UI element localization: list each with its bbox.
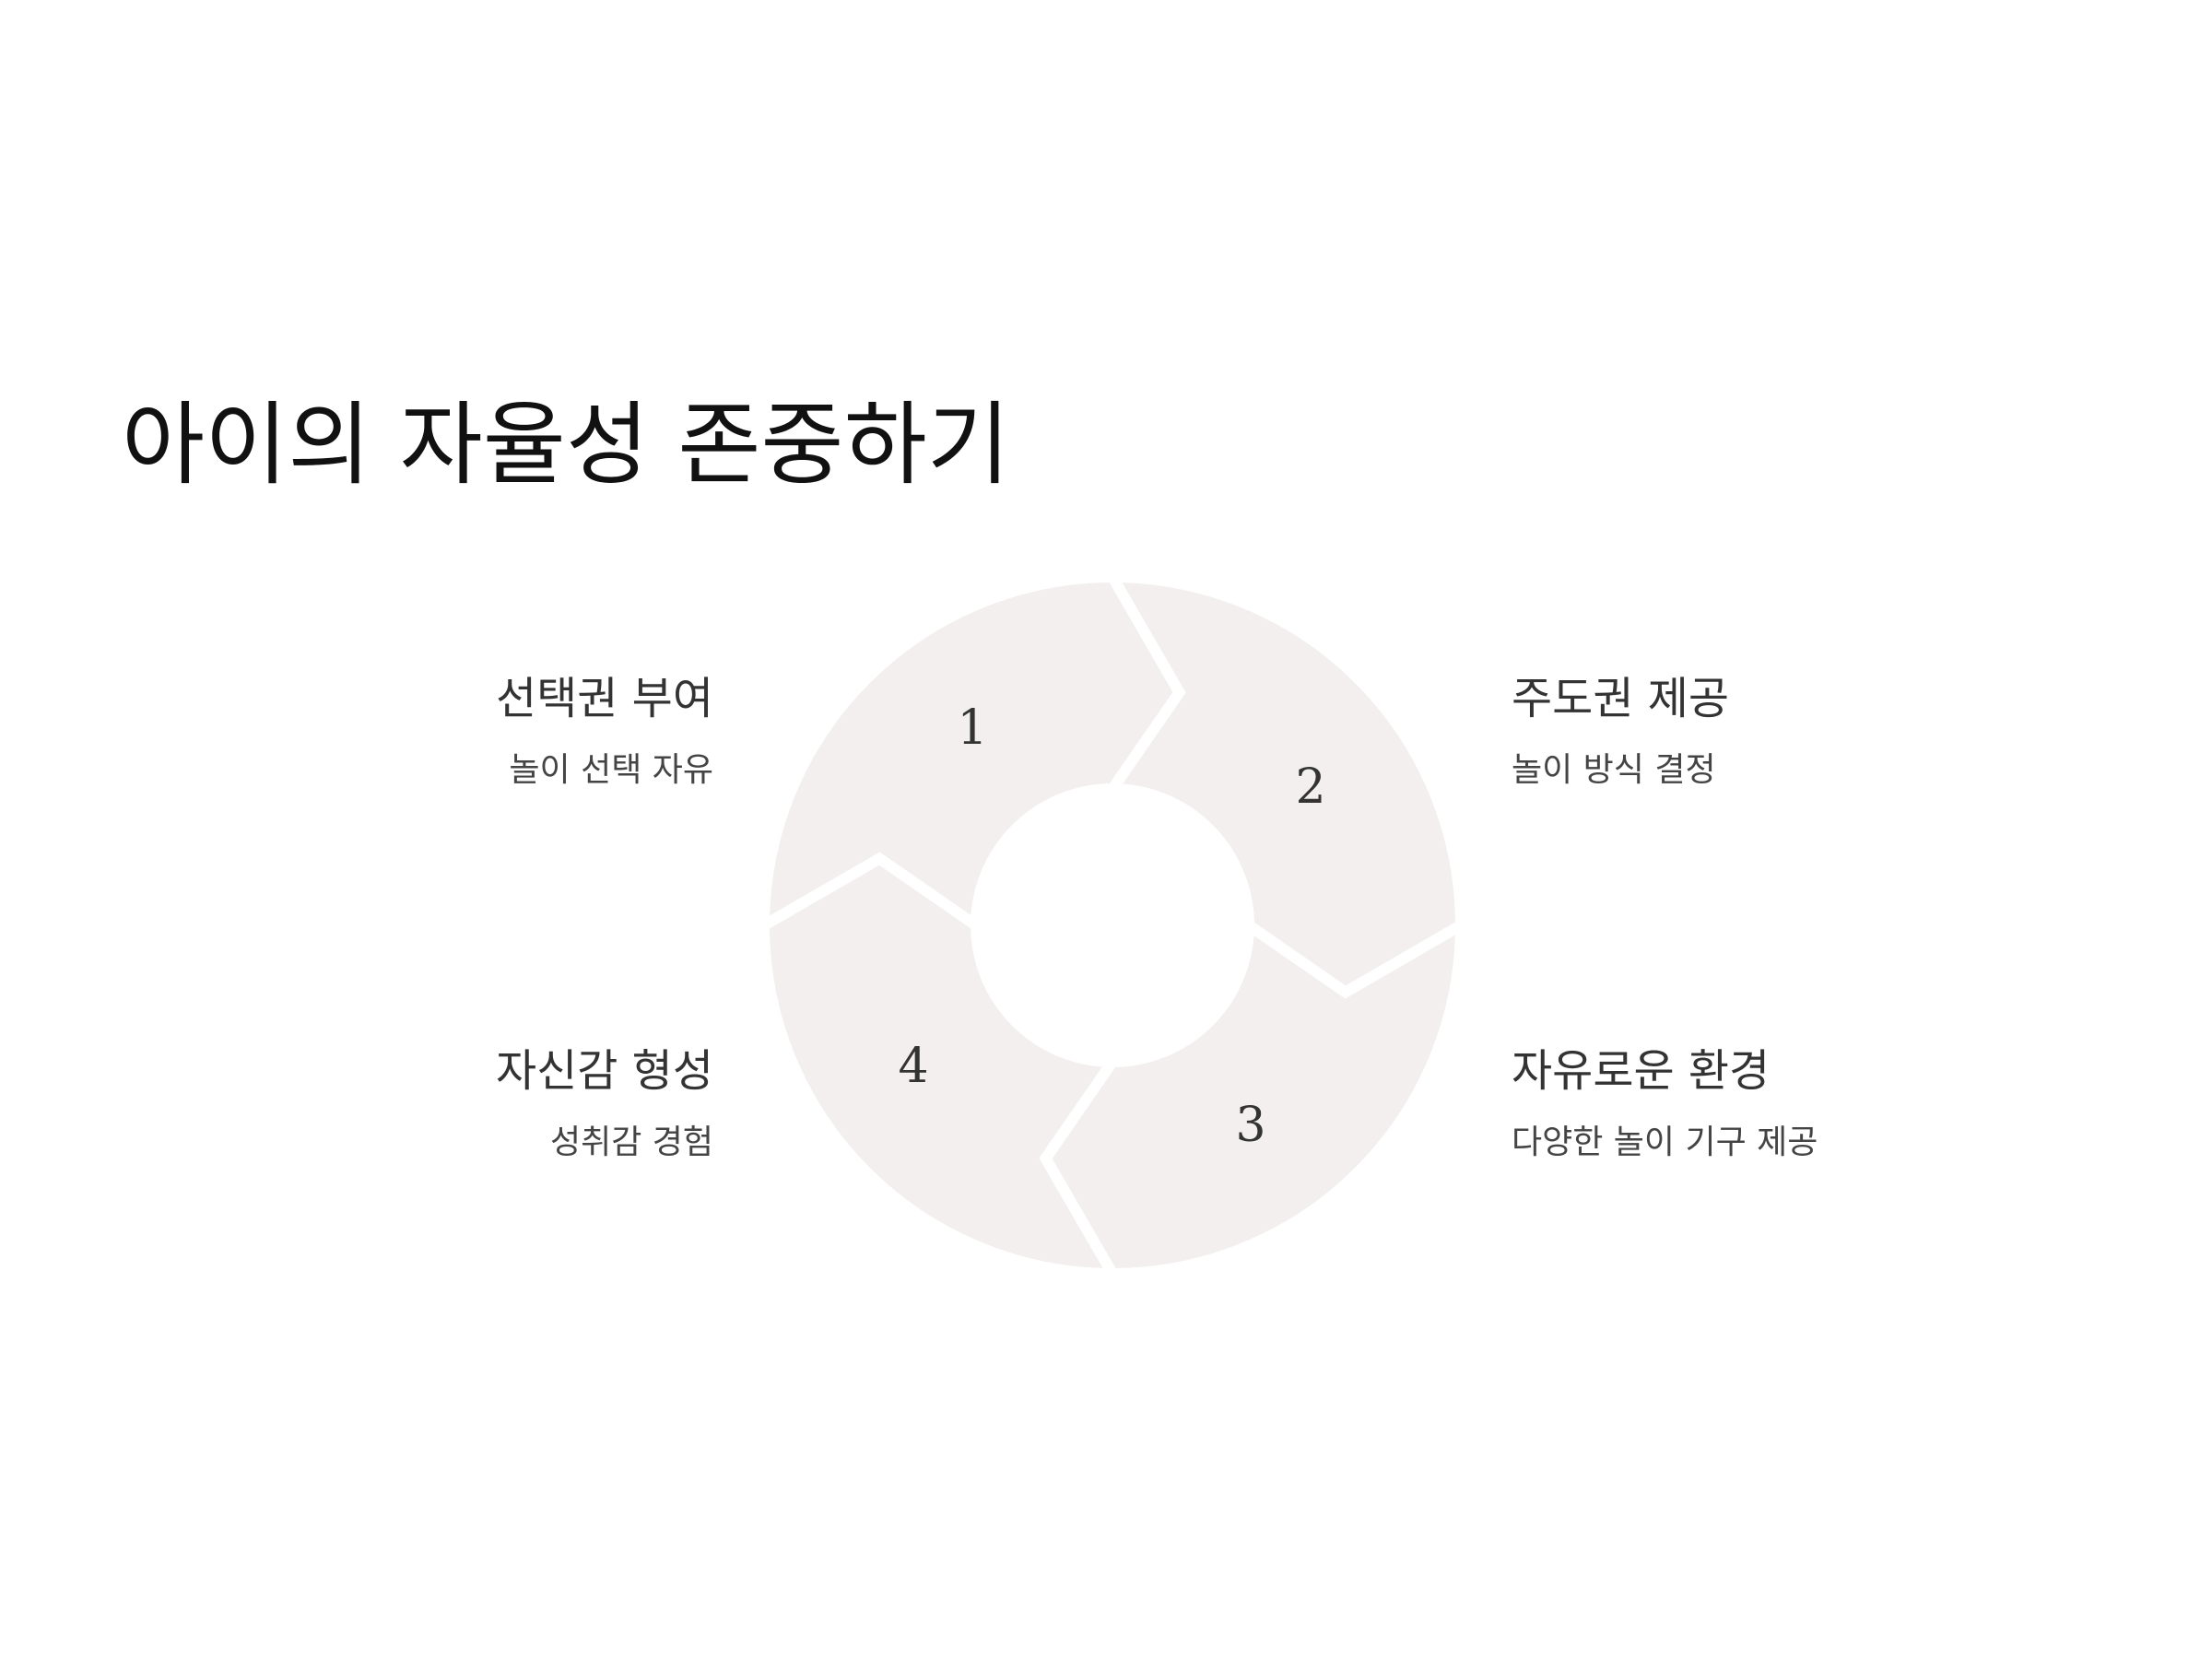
step-description-2: 놀이 방식 결정 xyxy=(1512,750,1716,789)
step-description-1: 놀이 선택 자유 xyxy=(509,750,713,789)
segment-number-4: 4 xyxy=(898,1039,928,1094)
cycle-segment-3 xyxy=(758,852,1124,1280)
segment-number-1: 1 xyxy=(957,700,987,756)
step-description-4: 성취감 경험 xyxy=(549,1123,713,1161)
cycle-segment-4 xyxy=(758,571,1186,936)
step-description-3: 다양한 놀이 기구 제공 xyxy=(1512,1123,1818,1161)
step-heading-2: 주도권 제공 xyxy=(1512,673,1730,724)
segment-number-2: 2 xyxy=(1295,759,1325,815)
cycle-segment-2 xyxy=(1039,914,1467,1280)
step-heading-3: 자유로운 환경 xyxy=(1512,1045,1771,1097)
segment-number-3: 3 xyxy=(1235,1098,1265,1153)
step-heading-1: 선택권 부여 xyxy=(495,673,713,724)
page-title: 아이의 자율성 존중하기 xyxy=(122,393,1010,498)
step-label-4: 자신감 형성 성취감 경험 xyxy=(496,1045,713,1162)
step-label-2: 주도권 제공 놀이 방식 결정 xyxy=(1512,673,1729,790)
step-heading-4: 자신감 형성 xyxy=(495,1045,713,1097)
cycle-segment-1 xyxy=(1101,571,1467,999)
step-label-3: 자유로운 환경 다양한 놀이 기구 제공 xyxy=(1512,1045,1818,1162)
step-label-1: 선택권 부여 놀이 선택 자유 xyxy=(496,673,713,790)
